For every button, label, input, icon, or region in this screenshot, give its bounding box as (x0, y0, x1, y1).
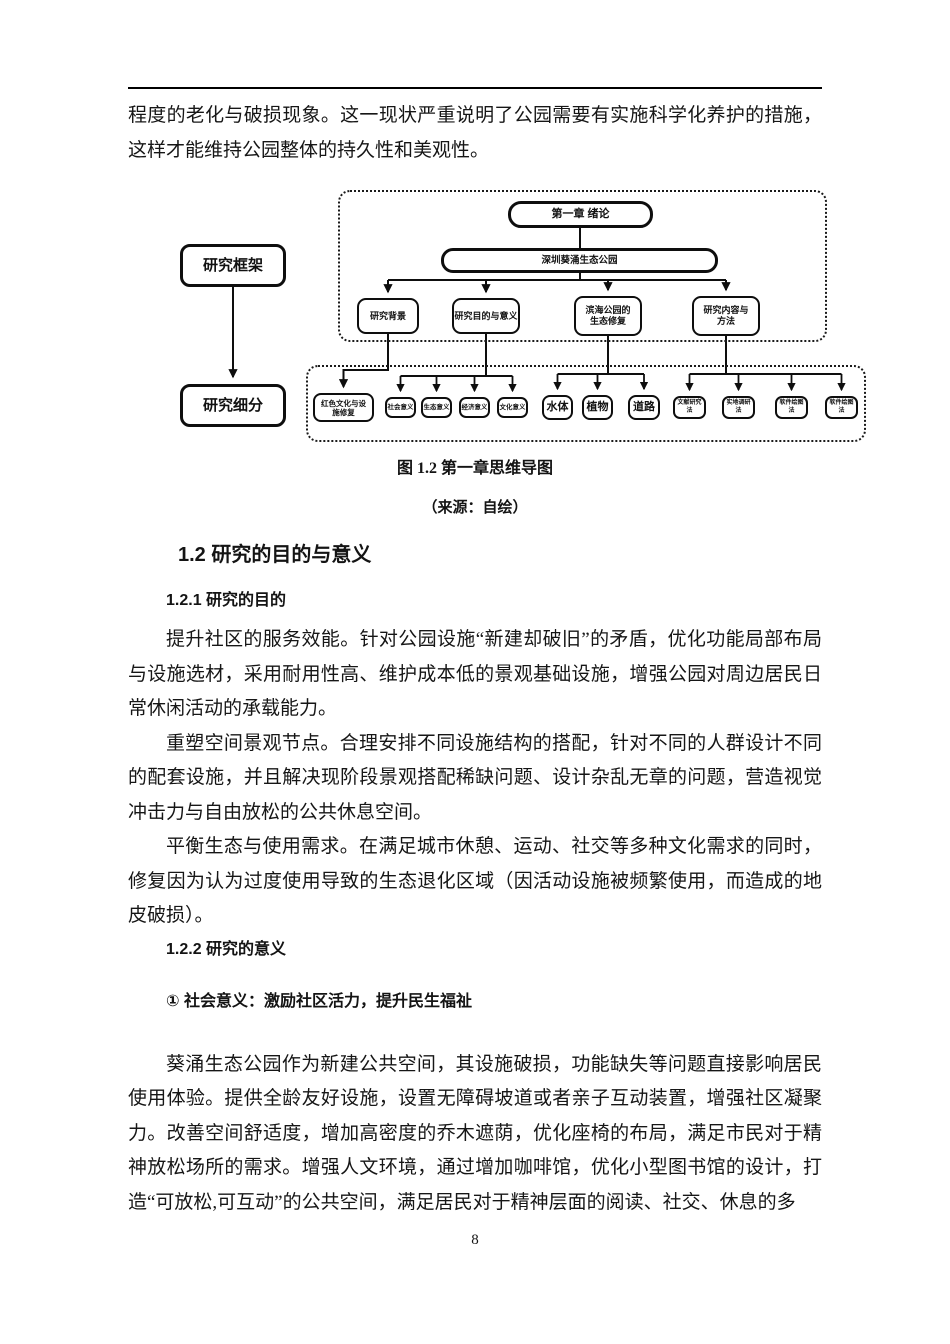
node-plants: 植物 (582, 395, 613, 420)
figure-source: （来源：自绘） (422, 500, 528, 516)
header-rule (128, 87, 822, 89)
paragraph-purpose-1: 提升社区的服务效能。针对公园设施“新建却破旧”的矛盾，优化功能局部布局与设施选材… (128, 629, 822, 719)
paragraph-purpose-2: 重塑空间景观节点。合理安排不同设施结构的搭配，针对不同的人群设计不同的配套设施，… (128, 732, 822, 823)
connector-lines (228, 228, 846, 393)
node-method-field: 实地调研法 (722, 396, 755, 419)
node-purpose-meaning: 研究目的与意义 (452, 298, 520, 334)
dotted-frame-lower (306, 365, 866, 442)
node-content-method: 研究内容与 方法 (692, 296, 760, 336)
node-method-software1: 软件绘图法 (775, 396, 808, 419)
figure-mindmap: 研究框架 研究细分 第一章 绪论 深圳葵涌生态公园 研究背景 研究目的与意义 滨… (0, 184, 950, 449)
node-roads: 道路 (628, 395, 660, 420)
node-water: 水体 (542, 395, 573, 420)
node-method-literature: 文献研究法 (673, 396, 706, 419)
paragraph-social-meaning: 葵涌生态公园作为新建公共空间，其设施破损，功能缺失等问题直接影响居民使用体验。提… (128, 1053, 822, 1213)
heading-1-2-1: 1.2.1 研究的目的 (166, 592, 287, 609)
node-red-culture: 红色文化与设 施修复 (313, 393, 374, 422)
node-research-subdivision: 研究细分 (180, 384, 286, 427)
node-eco-restoration: 滨海公园的 生态修复 (574, 296, 642, 336)
heading-1-2: 1.2 研究的目的与意义 (178, 544, 372, 566)
dotted-frame-upper (338, 190, 827, 342)
node-economic-meaning: 经济意义 (459, 397, 490, 418)
figure-caption: 图 1.2 第一章思维导图 (396, 460, 553, 477)
node-chapter1: 第一章 绪论 (508, 201, 653, 228)
node-research-background: 研究背景 (357, 298, 419, 334)
paragraph-purpose-3: 平衡生态与使用需求。在满足城市休憩、运动、社交等多种文化需求的同时，修复因为认为… (128, 836, 822, 926)
page-number: 8 (471, 1232, 479, 1248)
heading-1-2-2: 1.2.2 研究的意义 (166, 940, 287, 958)
heading-social-meaning: ① 社会意义：激励社区活力，提升民生福祉 (166, 992, 472, 1010)
node-research-framework: 研究框架 (180, 244, 286, 287)
node-cultural-meaning: 文化意义 (497, 397, 528, 418)
node-method-software2: 软件绘图法 (825, 396, 858, 419)
node-social-meaning: 社会意义 (385, 397, 416, 418)
node-ecological-meaning: 生态意义 (421, 397, 452, 418)
node-park: 深圳葵涌生态公园 (441, 248, 718, 273)
paragraph-continued: 程度的老化与破损现象。这一现状严重说明了公园需要有实施科学化养护的措施，这样才能… (128, 105, 822, 161)
